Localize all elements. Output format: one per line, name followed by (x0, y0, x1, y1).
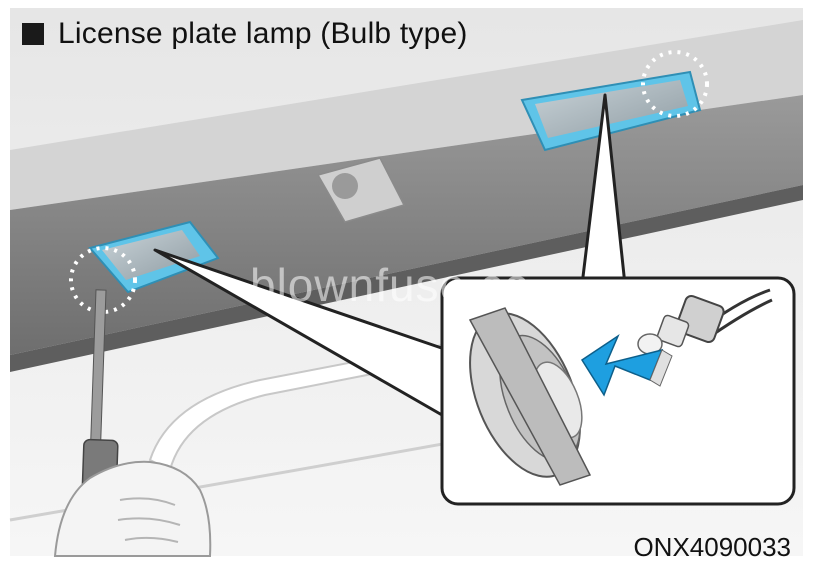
left-license-lamp (88, 220, 220, 294)
hand-illustration (53, 460, 212, 557)
left-lamp-release-point (69, 246, 137, 314)
black-square-bullet-icon (22, 23, 44, 45)
trunk-upper-surface (10, 20, 803, 210)
insert-direction-arrow (580, 333, 673, 397)
figure-title: License plate lamp (Bulb type) (22, 14, 468, 54)
bulb-socket-detail (637, 288, 773, 355)
trunk-latch (316, 157, 406, 223)
right-license-lamp (520, 70, 702, 152)
lamp-housing-detail (468, 307, 592, 486)
title-text: License plate lamp (Bulb type) (58, 17, 468, 50)
right-lamp-release-point (641, 50, 709, 118)
figure-code: ONX4090033 (633, 532, 791, 562)
